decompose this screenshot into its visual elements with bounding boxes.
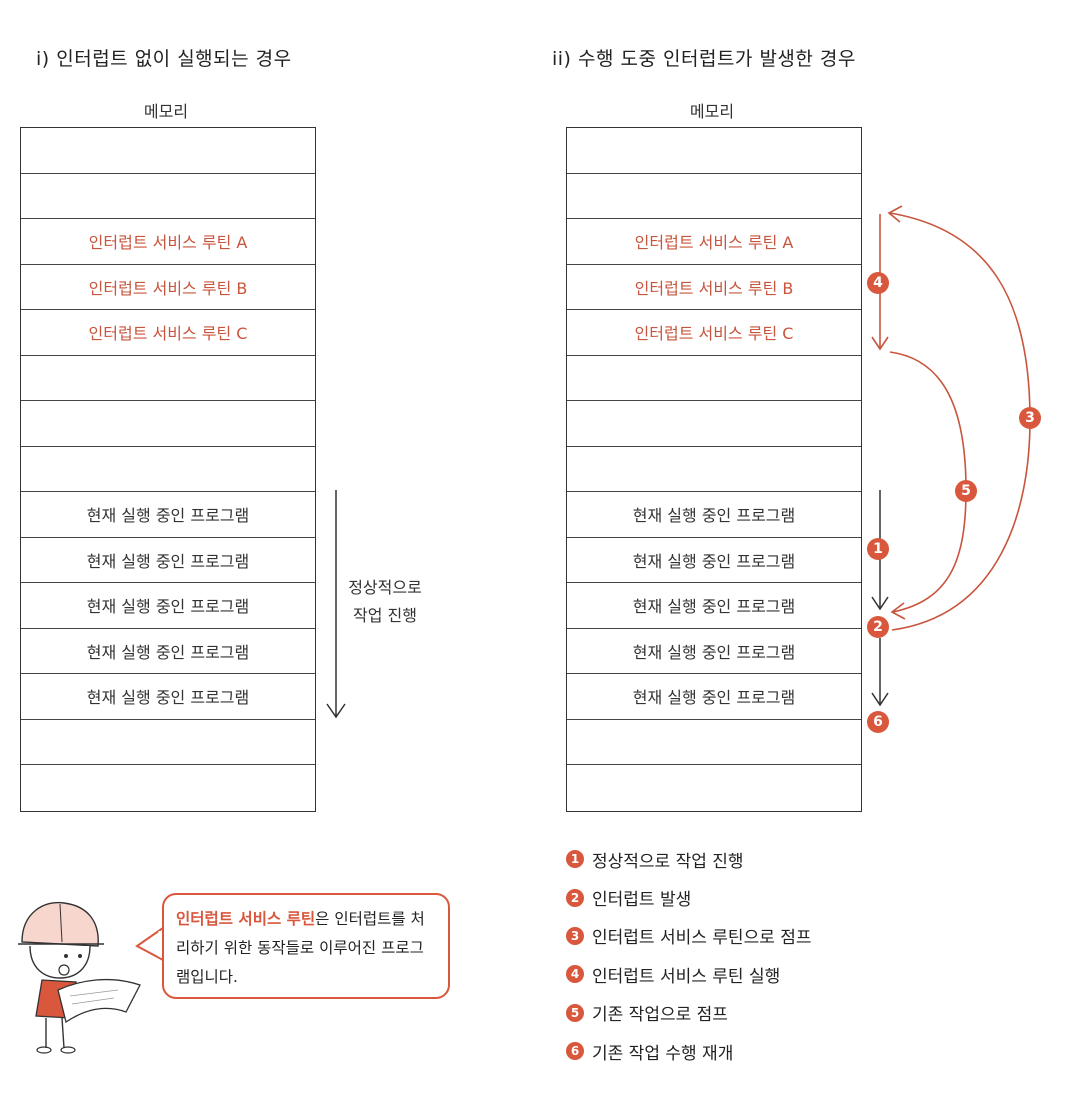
memory-row-program: 현재 실행 중인 프로그램 xyxy=(21,674,315,720)
legend-item: 2 인터럽트 발생 xyxy=(566,878,812,916)
memory-row xyxy=(21,720,315,765)
memory-row xyxy=(21,174,315,219)
memory-row-isr-a: 인터럽트 서비스 루틴 A xyxy=(21,219,315,265)
legend-num: 1 xyxy=(566,850,584,869)
memory-row xyxy=(21,401,315,447)
legend-text: 정상적으로 작업 진행 xyxy=(592,851,744,872)
memory-row-program: 현재 실행 중인 프로그램 xyxy=(567,674,861,720)
right-memory-label: 메모리 xyxy=(689,102,735,121)
legend-text: 인터럽트 서비스 루틴으로 점프 xyxy=(592,928,812,949)
info-bubble: 인터럽트 서비스 루틴은 인터럽트를 처리하기 위한 동작들로 이루어진 프로그… xyxy=(162,893,450,999)
memory-row xyxy=(567,356,861,401)
badge-5: 5 xyxy=(955,480,977,502)
left-arrow-note-line1: 정상적으로 xyxy=(348,578,422,597)
legend-item: 3 인터럽트 서비스 루틴으로 점프 xyxy=(566,917,812,955)
legend-num: 2 xyxy=(566,888,584,907)
legend-num: 4 xyxy=(566,965,584,984)
legend-text: 기존 작업으로 점프 xyxy=(592,1005,728,1026)
bubble-highlight: 인터럽트 서비스 루틴 xyxy=(176,910,316,928)
memory-row xyxy=(567,447,861,492)
memory-row-isr-b: 인터럽트 서비스 루틴 B xyxy=(567,265,861,310)
legend-text: 인터럽트 발생 xyxy=(592,890,692,911)
right-memory-block: 인터럽트 서비스 루틴 A 인터럽트 서비스 루틴 B 인터럽트 서비스 루틴 … xyxy=(566,127,862,812)
badge-2: 2 xyxy=(867,616,889,638)
legend-item: 6 기존 작업 수행 재개 xyxy=(566,1032,812,1070)
left-arrow-note-line2: 작업 진행 xyxy=(353,606,417,625)
memory-row-program: 현재 실행 중인 프로그램 xyxy=(567,538,861,583)
memory-row xyxy=(21,447,315,492)
memory-row-program: 현재 실행 중인 프로그램 xyxy=(21,538,315,583)
legend-item: 4 인터럽트 서비스 루틴 실행 xyxy=(566,955,812,993)
left-title: i) 인터럽트 없이 실행되는 경우 xyxy=(36,48,292,70)
left-progress-arrow xyxy=(326,490,346,719)
left-memory-label: 메모리 xyxy=(143,102,189,121)
legend-num: 5 xyxy=(566,1003,584,1022)
memory-row xyxy=(567,174,861,219)
memory-row xyxy=(567,128,861,174)
legend-text: 기존 작업 수행 재개 xyxy=(592,1043,734,1064)
memory-row xyxy=(567,720,861,765)
legend-num: 6 xyxy=(566,1042,584,1061)
badge-1: 1 xyxy=(867,538,889,560)
memory-row-program: 현재 실행 중인 프로그램 xyxy=(21,629,315,674)
legend-item: 1 정상적으로 작업 진행 xyxy=(566,840,812,878)
left-arrow-note: 정상적으로 작업 진행 xyxy=(330,574,440,630)
left-memory-block: 인터럽트 서비스 루틴 A 인터럽트 서비스 루틴 B 인터럽트 서비스 루틴 … xyxy=(20,127,316,812)
badge-6: 6 xyxy=(867,711,889,733)
memory-row xyxy=(21,356,315,401)
badge-4: 4 xyxy=(867,272,889,294)
memory-row-isr-c: 인터럽트 서비스 루틴 C xyxy=(567,310,861,356)
memory-row xyxy=(21,128,315,174)
memory-row-program: 현재 실행 중인 프로그램 xyxy=(567,583,861,629)
badge-3: 3 xyxy=(1019,407,1041,429)
memory-row-isr-a: 인터럽트 서비스 루틴 A xyxy=(567,219,861,265)
bubble-text: 은 인터럽트를 처리하기 위한 동작들로 이루어진 프로그램입니다. xyxy=(176,910,425,986)
memory-row-isr-c: 인터럽트 서비스 루틴 C xyxy=(21,310,315,356)
memory-row-program: 현재 실행 중인 프로그램 xyxy=(567,492,861,538)
memory-row-program: 현재 실행 중인 프로그램 xyxy=(21,492,315,538)
right-title: ii) 수행 도중 인터럽트가 발생한 경우 xyxy=(552,48,856,70)
memory-row xyxy=(567,401,861,447)
legend-num: 3 xyxy=(566,926,584,945)
memory-row-program: 현재 실행 중인 프로그램 xyxy=(21,583,315,629)
right-resume-arrow-6 xyxy=(871,638,889,707)
legend-text: 인터럽트 서비스 루틴 실행 xyxy=(592,966,781,987)
memory-row-isr-b: 인터럽트 서비스 루틴 B xyxy=(21,265,315,310)
memory-row-program: 현재 실행 중인 프로그램 xyxy=(567,629,861,674)
legend-item: 5 기존 작업으로 점프 xyxy=(566,994,812,1032)
